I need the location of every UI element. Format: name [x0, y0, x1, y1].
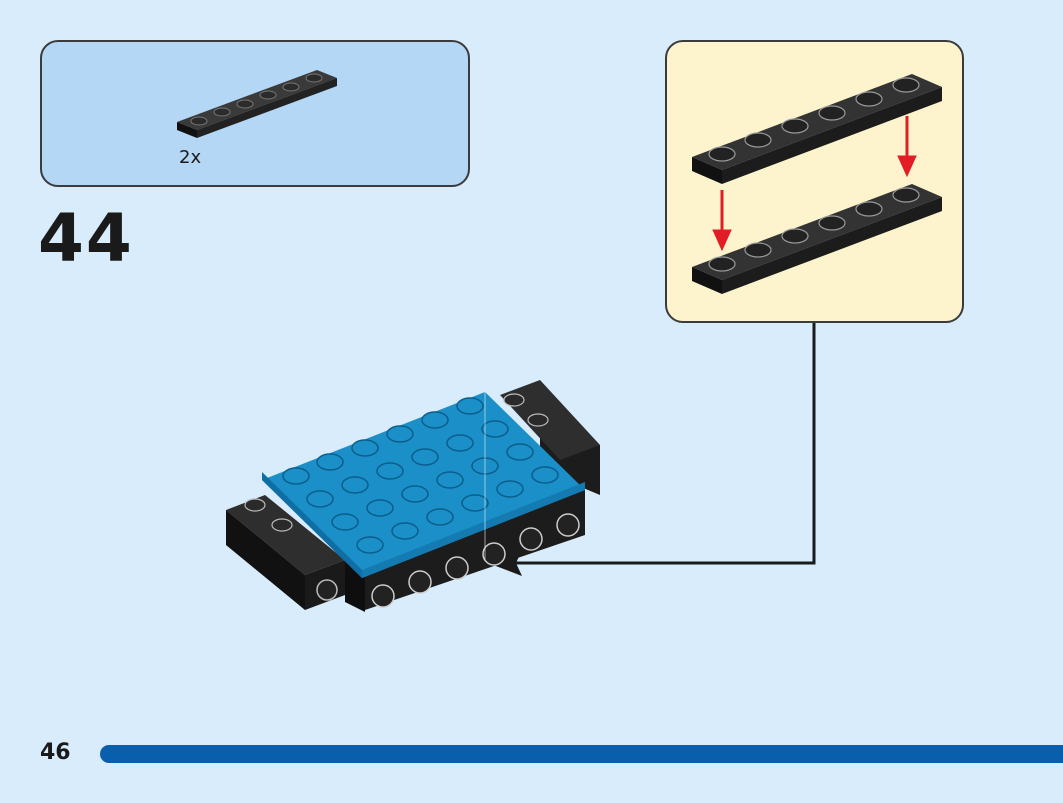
lower-plate-icon: [692, 184, 942, 294]
plate-1x6-icon: [177, 70, 337, 138]
page-number: 46: [40, 740, 71, 765]
upper-plate-icon: [692, 74, 942, 184]
red-arrow-icon: [712, 116, 917, 252]
parts-list-box: 2x: [40, 40, 470, 187]
progress-bar-fill: [100, 745, 1063, 763]
progress-bar: [100, 745, 1063, 763]
callout-plates-illustration: [692, 74, 942, 294]
callout-box: [665, 40, 964, 323]
step-number: 44: [38, 200, 134, 277]
part-quantity: 2x: [179, 147, 202, 168]
